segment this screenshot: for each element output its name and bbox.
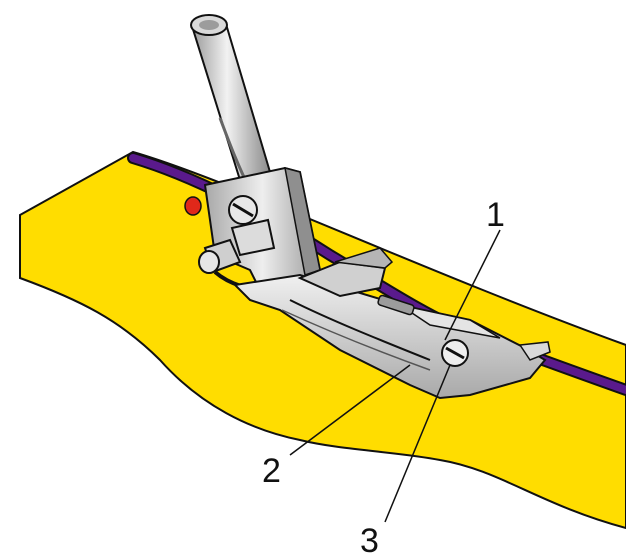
red-marker (184, 196, 202, 216)
callout-3: 3 (360, 522, 379, 557)
callout-2: 2 (262, 452, 281, 490)
foot-sole (232, 247, 551, 400)
side-knob (198, 238, 276, 294)
fabric-piece (19, 150, 626, 530)
leader-line-1 (444, 229, 501, 341)
leader-line-2 (289, 364, 411, 456)
presser-bar-shaft (190, 14, 272, 191)
foot-shank (203, 166, 322, 302)
leader-line-3 (384, 364, 451, 523)
callout-1: 1 (486, 196, 505, 234)
